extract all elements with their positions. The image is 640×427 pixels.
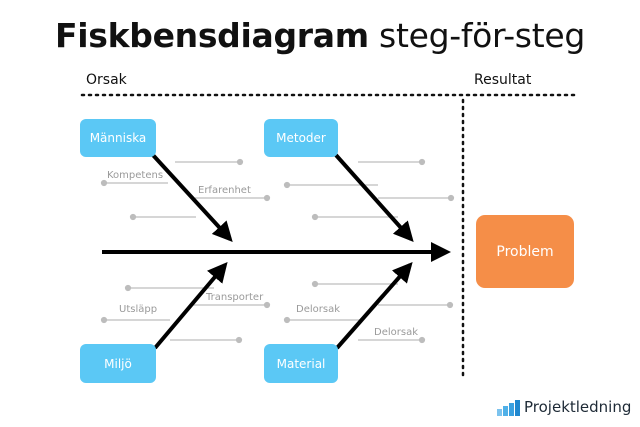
page-title: Fiskbensdiagram steg-för-steg — [0, 14, 640, 58]
bone-miljo — [153, 261, 228, 350]
sub-cause-transporter: Transporter — [206, 292, 264, 303]
cause-header: Orsak — [86, 72, 127, 88]
bone-manniska — [150, 152, 233, 242]
problem-box: Problem — [476, 215, 574, 288]
sub-cause-lines — [100, 158, 455, 344]
projektledning-logo: Projektledning — [497, 396, 631, 418]
category-miljo: Miljö — [80, 344, 156, 383]
sub-cause-delorsak-1: Delorsak — [296, 304, 340, 315]
logo-bars-icon — [497, 400, 520, 416]
result-header: Resultat — [474, 72, 532, 88]
category-manniska: Människa — [80, 119, 156, 157]
category-material: Material — [264, 344, 338, 383]
bone-material — [335, 261, 413, 350]
bone-metoder — [333, 152, 414, 242]
sub-cause-erfarenhet: Erfarenhet — [198, 185, 251, 196]
sub-cause-kompetens: Kompetens — [107, 170, 164, 181]
sub-cause-utslapp: Utsläpp — [119, 304, 158, 315]
sub-cause-delorsak-2: Delorsak — [374, 327, 418, 338]
logo-text: Projektledning — [524, 398, 632, 416]
title-rest: steg-för-steg — [379, 16, 585, 55]
category-metoder: Metoder — [264, 119, 338, 157]
title-bold: Fiskbensdiagram — [55, 16, 369, 55]
